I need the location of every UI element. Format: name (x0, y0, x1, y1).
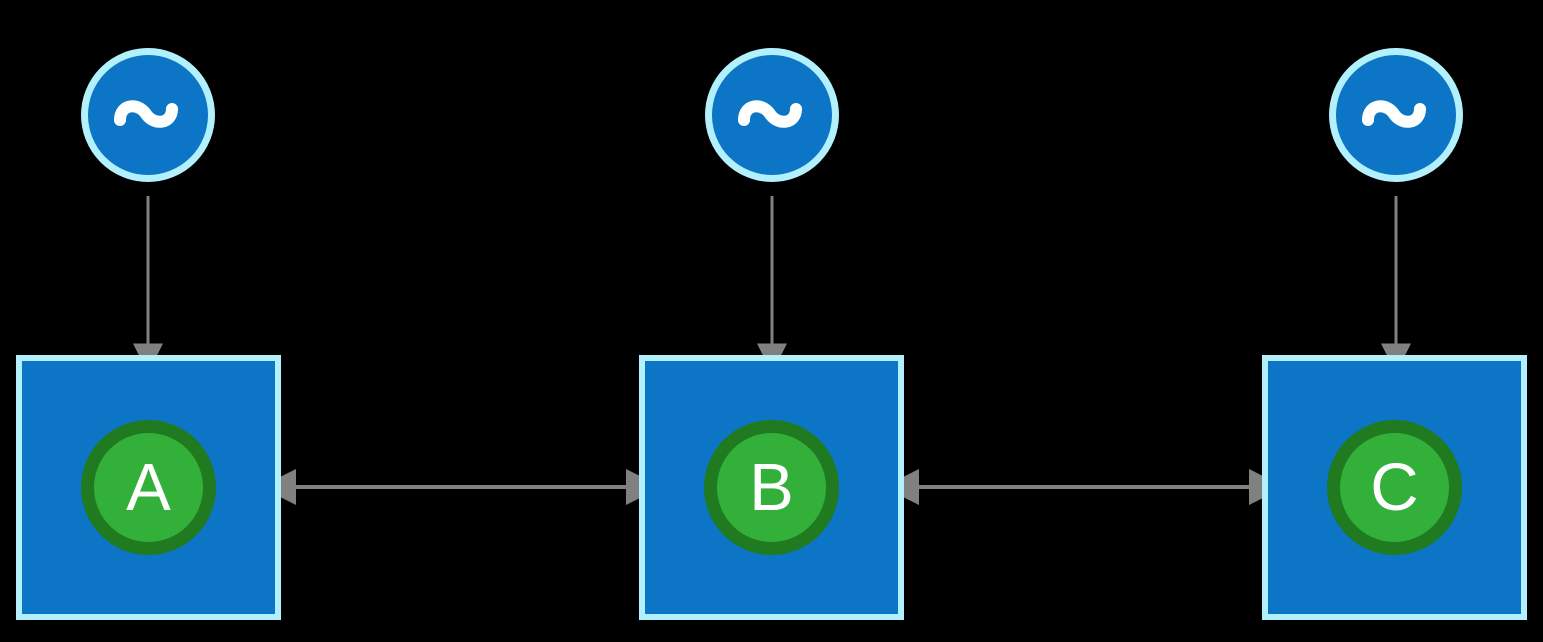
tilde-icon (738, 100, 802, 128)
device-label: C (1370, 450, 1419, 525)
device-label: B (749, 450, 794, 525)
device-a[interactable]: A (16, 355, 281, 620)
device-badge: C (1327, 420, 1462, 555)
tilde-icon (114, 100, 178, 128)
device-b[interactable]: B (639, 355, 904, 620)
device-label: A (126, 450, 171, 525)
device-c[interactable]: C (1262, 355, 1527, 620)
tilde-icon (1362, 100, 1426, 128)
ac-source-b[interactable] (705, 48, 839, 182)
ac-source-a[interactable] (81, 48, 215, 182)
ac-source-c[interactable] (1329, 48, 1463, 182)
device-badge: A (81, 420, 216, 555)
device-badge: B (704, 420, 839, 555)
